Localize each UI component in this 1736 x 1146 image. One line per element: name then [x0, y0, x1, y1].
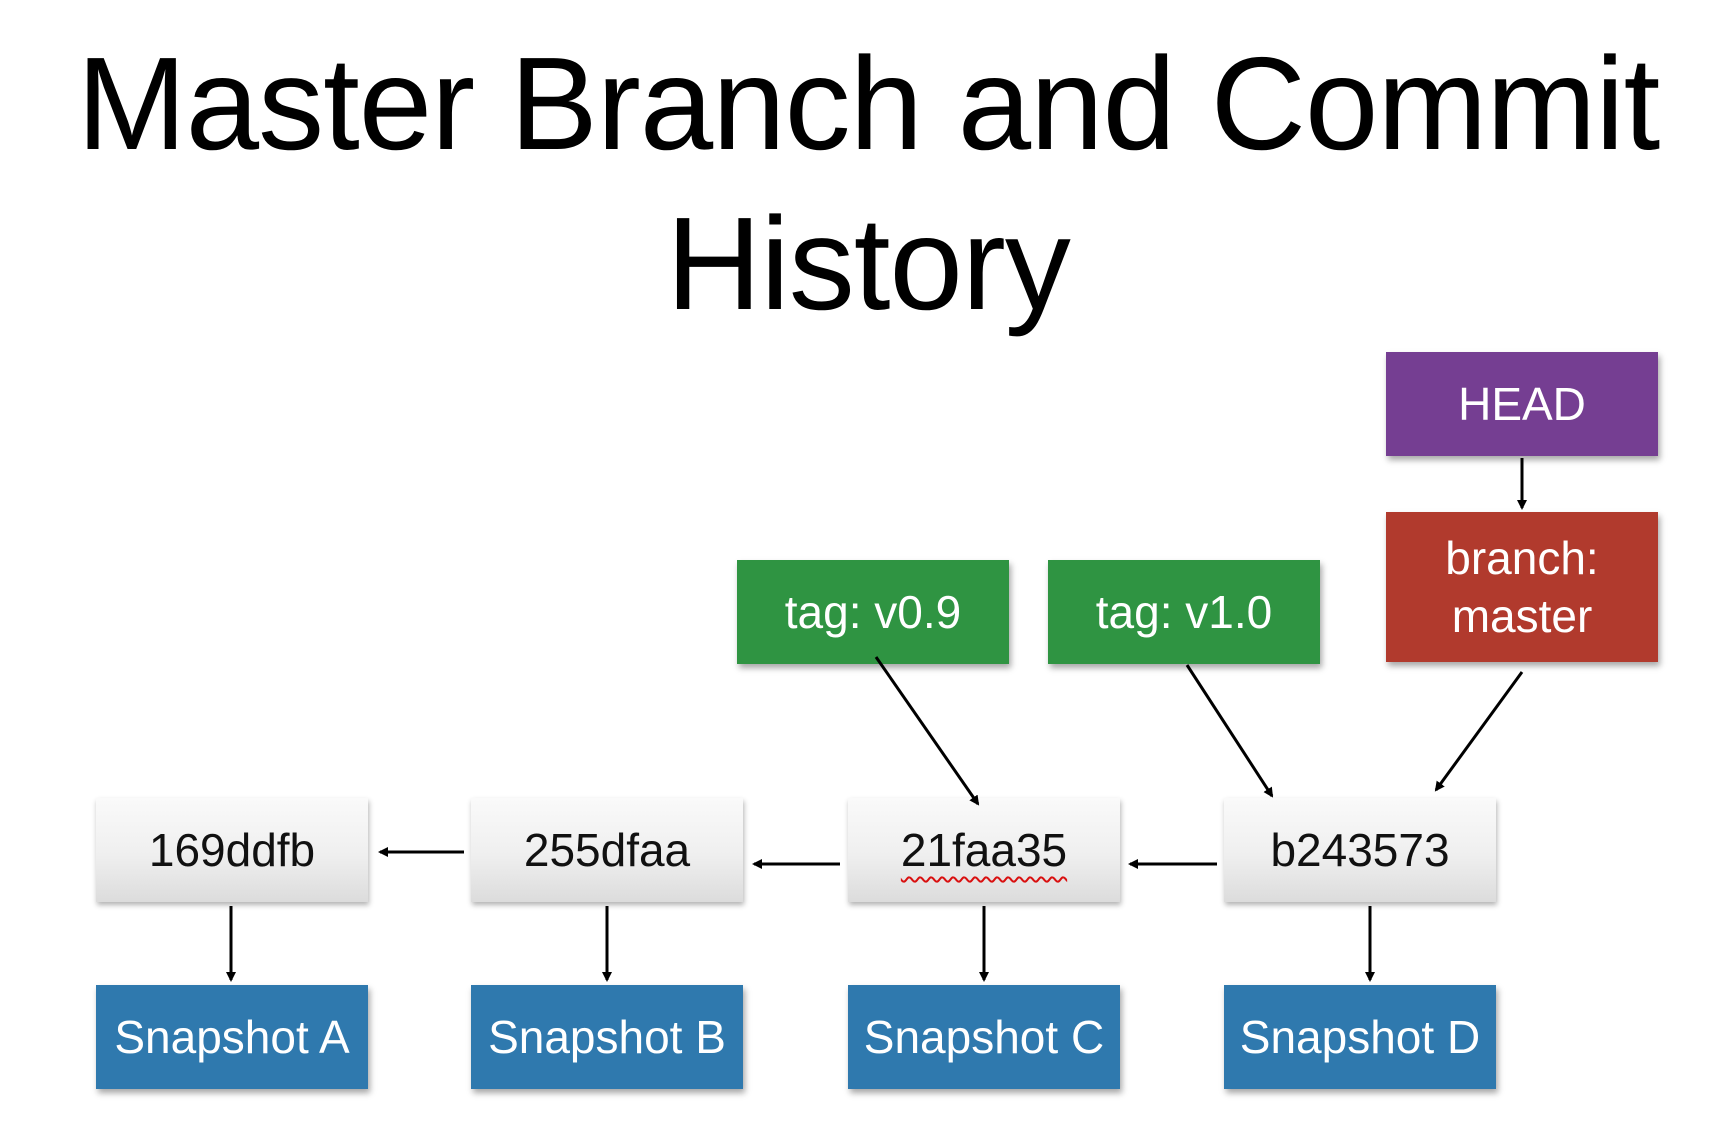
commit-node: b243573 — [1224, 798, 1496, 902]
commit-hash: 169ddfb — [148, 824, 316, 876]
tag-v1-0-label: tag: v1.0 — [1095, 586, 1273, 638]
commit-node: 255dfaa — [471, 798, 743, 902]
snapshot-node: Snapshot D — [1224, 985, 1496, 1089]
commit-node: 169ddfb — [96, 798, 368, 902]
head-label: HEAD — [1458, 378, 1586, 430]
snapshot-label: Snapshot A — [114, 1011, 350, 1063]
branch-label: branch: master — [1445, 532, 1599, 642]
snapshot-node: Snapshot C — [848, 985, 1120, 1089]
snapshot-label: Snapshot D — [1239, 1011, 1481, 1063]
head-pointer: HEAD — [1386, 352, 1658, 456]
page-title: Master Branch and Commit History — [0, 24, 1736, 344]
commit-hash: 21faa35 — [900, 824, 1068, 876]
commit-node: 21faa35 — [848, 798, 1120, 902]
snapshot-node: Snapshot B — [471, 985, 743, 1089]
snapshot-node: Snapshot A — [96, 985, 368, 1089]
arrow-branch-to-commit — [1434, 671, 1524, 792]
arrow-tag-v1-0-to-commit — [1185, 664, 1274, 798]
arrow-tag-v0-9-to-commit — [874, 656, 980, 806]
tag-v1-0: tag: v1.0 — [1048, 560, 1320, 664]
snapshot-label: Snapshot B — [488, 1011, 726, 1063]
commit-hash: b243573 — [1270, 824, 1450, 876]
snapshot-label: Snapshot C — [863, 1011, 1105, 1063]
commit-hash: 255dfaa — [523, 824, 691, 876]
tag-v0-9-label: tag: v0.9 — [784, 586, 962, 638]
tag-v0-9: tag: v0.9 — [737, 560, 1009, 664]
branch-master-pointer: branch: master — [1386, 512, 1658, 662]
title-text: Master Branch and Commit History — [76, 30, 1661, 337]
